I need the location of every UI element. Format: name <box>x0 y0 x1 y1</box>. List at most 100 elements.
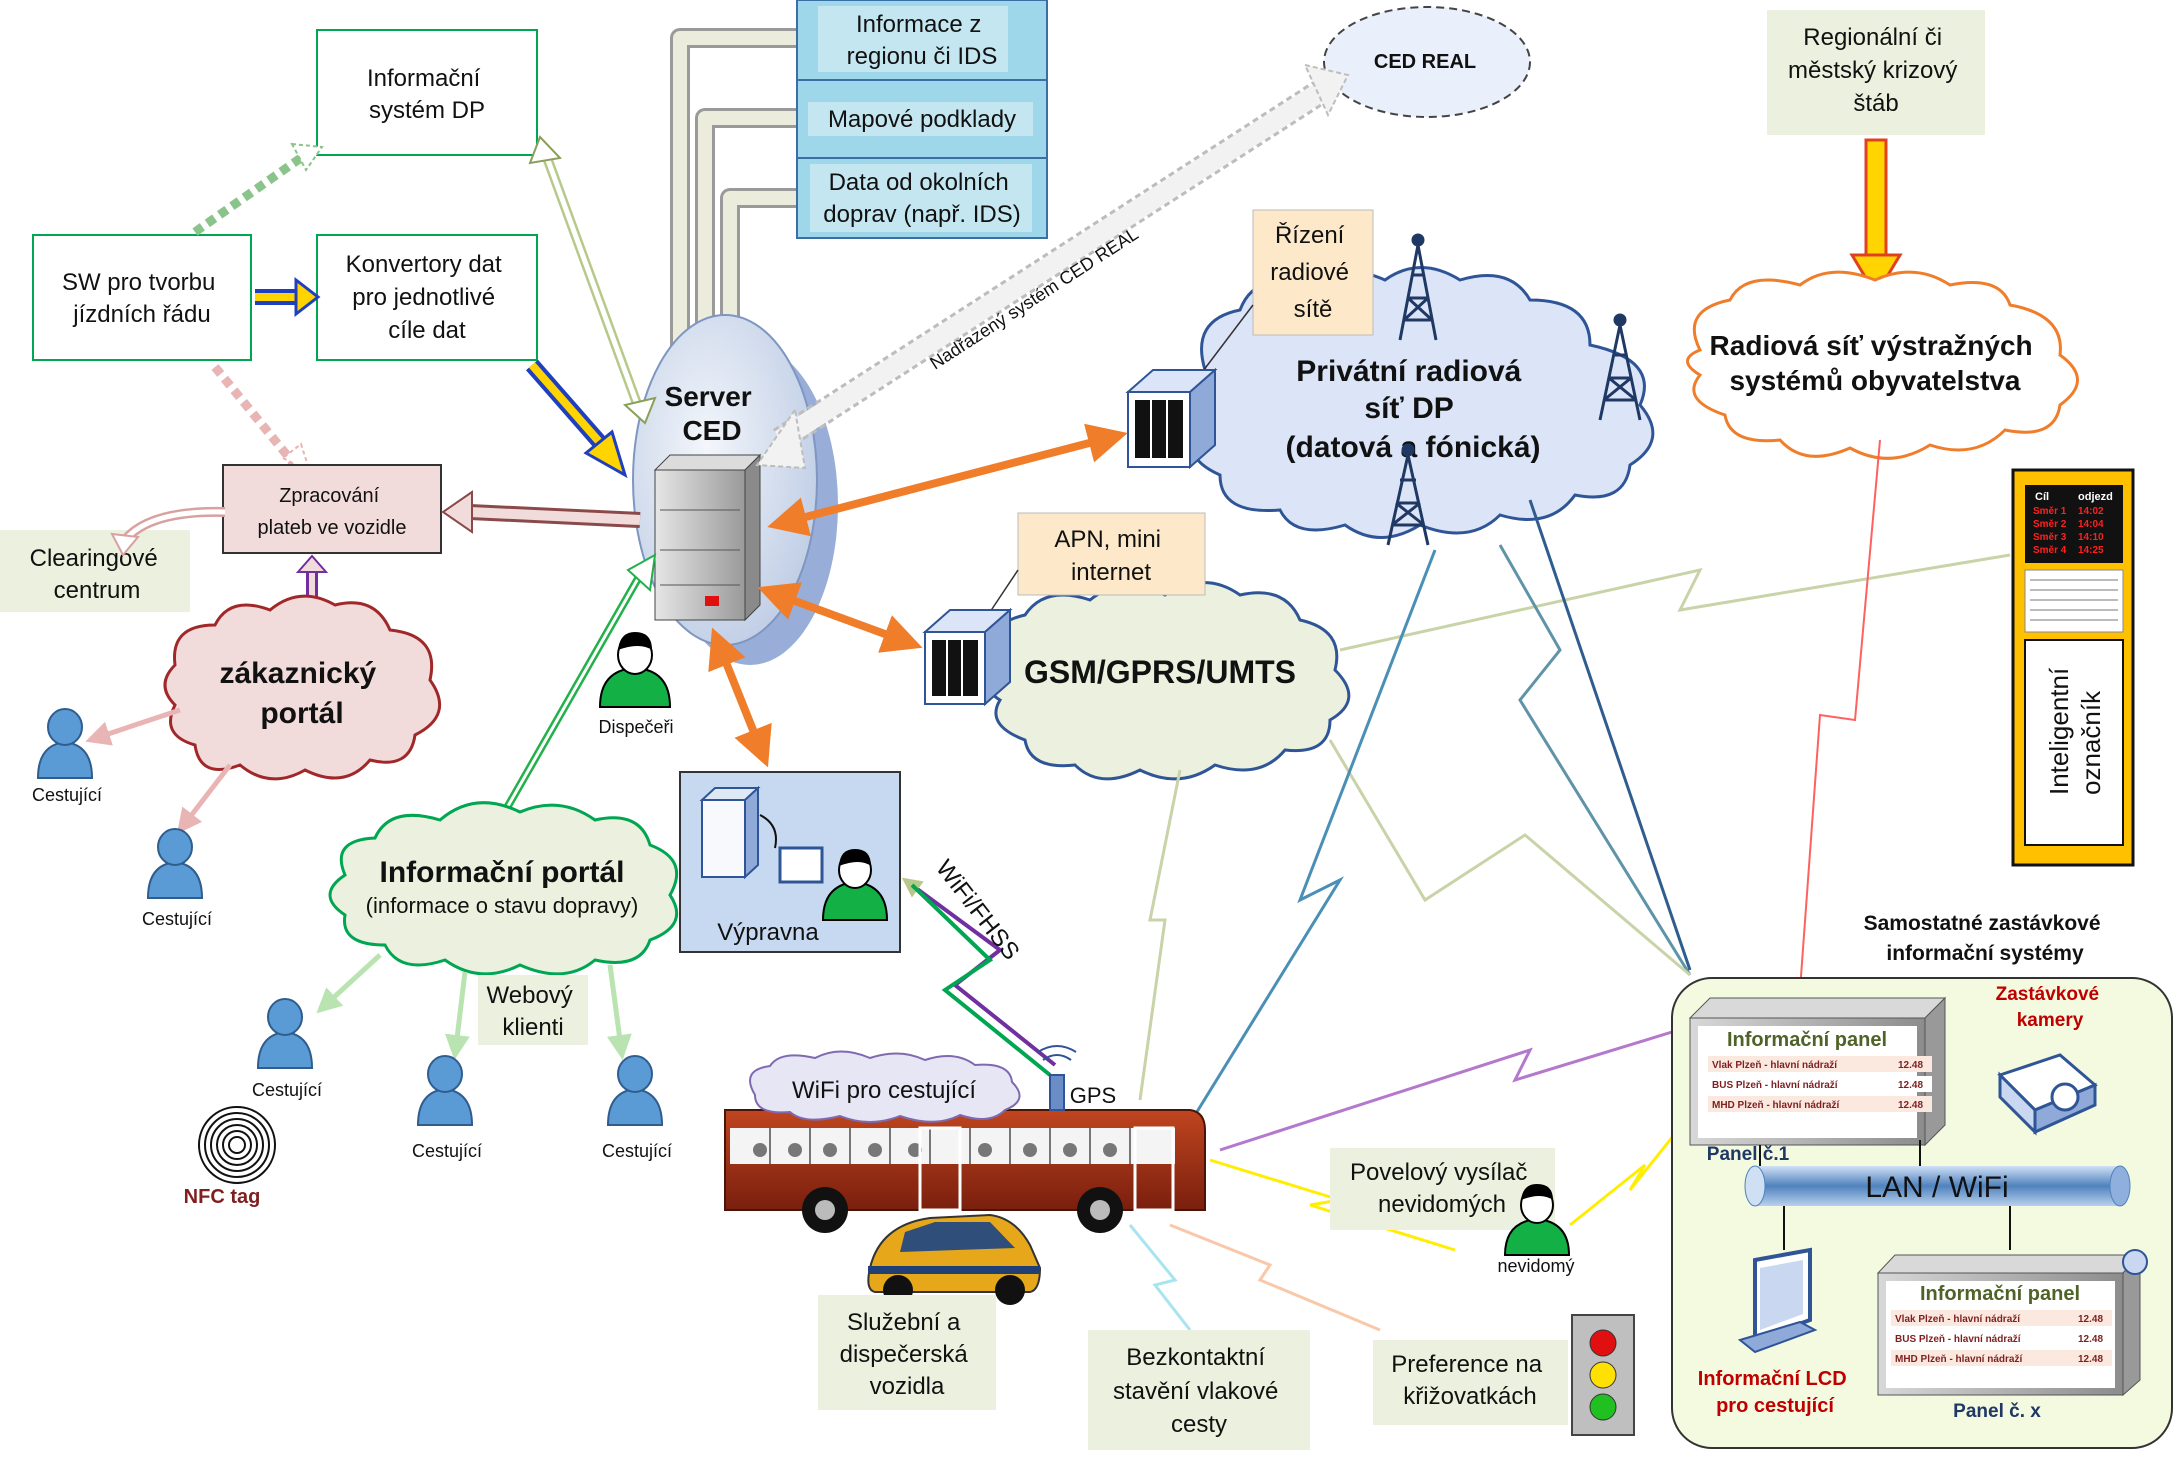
radio-tower-icon <box>1386 443 1430 546</box>
radio-gateway-icon[interactable] <box>1125 367 1218 470</box>
portal-to-passenger-arrow-2 <box>176 763 232 834</box>
ced-real-label: CED REAL <box>1374 51 1476 73</box>
panel-row-time: 12.48 <box>2078 1314 2103 1325</box>
validator-row-dest: Směr 3 <box>2033 532 2067 543</box>
map-data-text: Mapové podklady <box>828 106 1016 133</box>
gsm-stop-link <box>1328 739 1691 977</box>
passenger-icon <box>36 708 94 779</box>
blind-stop-link <box>1569 1114 1692 1227</box>
info-system-box[interactable] <box>316 29 538 156</box>
panel-row-text: MHD Plzeň - hlavní nádraží <box>1712 1100 1840 1111</box>
passenger-icon <box>416 1055 474 1126</box>
sw-timetable-box[interactable] <box>32 234 252 361</box>
bus-junction-link <box>1169 1223 1381 1332</box>
other-carriers-text: Data od okolních doprav (např. IDS) <box>823 169 1020 228</box>
panel-x-title: Informační panel <box>1920 1283 2080 1305</box>
wifi-passengers-cloud[interactable] <box>749 1050 1021 1123</box>
info-panel-x[interactable]: Informační panel Vlak Plzeň - hlavní nád… <box>1876 1249 2148 1397</box>
sw-to-payment-arrow <box>211 364 299 468</box>
workstation-icon <box>699 785 824 884</box>
passenger-label: Cestující <box>32 785 102 805</box>
validator-row-dest: Směr 1 <box>2033 506 2067 517</box>
customer-portal-label: zákaznický portál <box>219 657 384 730</box>
blind-person-label: nevidomý <box>1497 1256 1574 1276</box>
info-portal-cloud[interactable] <box>328 801 679 976</box>
junction-pref-box <box>1373 1340 1568 1425</box>
crisis-staff-box[interactable] <box>1767 10 1985 135</box>
bus-train-link <box>1128 1224 1192 1331</box>
radio-bus-link <box>1193 549 1437 1116</box>
passenger-icon <box>146 828 204 899</box>
warning-radio-cloud[interactable] <box>1686 270 2079 460</box>
server-to-payment-arrow <box>441 490 473 534</box>
service-vehicles-box <box>818 1295 996 1410</box>
infoportal-client-arrow <box>444 971 470 1060</box>
validator-row-time: 14:04 <box>2078 519 2104 530</box>
dispatcher-person-icon <box>821 849 889 921</box>
gsm-gateway-icon[interactable] <box>922 607 1013 707</box>
validator-label-2: označník <box>2076 690 2106 795</box>
camera-icon[interactable] <box>1997 1053 2098 1136</box>
panel-row-time: 12.48 <box>1898 1100 1923 1111</box>
traffic-light-icon <box>1571 1314 1635 1436</box>
panel-row-time: 12.48 <box>2078 1354 2103 1365</box>
converters-text: Konvertory dat pro jednotlivé cíle dat <box>346 251 509 344</box>
radio-control-text: Řízení radiové sítě <box>1270 222 1355 323</box>
service-car-icon[interactable] <box>867 1213 1042 1305</box>
panel-row-bg <box>1708 1076 1932 1092</box>
gsm-bus-link <box>1138 769 1182 1101</box>
validator-label-1: Inteligentní <box>2044 667 2074 795</box>
blind-person-icon <box>1503 1184 1571 1256</box>
nfc-tag-icon <box>198 1106 276 1184</box>
server-dispatch-room-arrow <box>708 627 772 768</box>
infoportal-client-arrow <box>316 953 382 1014</box>
stop-systems-title: Samostatné zastávkové informační systémy <box>1864 912 2107 965</box>
lcd-monitor-icon[interactable] <box>1737 1247 1818 1354</box>
infoportal-client-arrow <box>606 964 632 1060</box>
validator-row-time: 14:25 <box>2078 545 2104 556</box>
private-radio-label: Privátní radiová síť DP (datová a fónick… <box>1285 355 1540 464</box>
blind-transmitter-box <box>1330 1148 1555 1230</box>
panel-row-bg <box>1891 1310 2112 1326</box>
lan-bus <box>1744 1165 2131 1207</box>
clearing-box[interactable] <box>0 530 190 612</box>
crisis-staff-text: Regionální či městský krizový štáb <box>1788 24 1964 117</box>
panel-row-text: MHD Plzeň - hlavní nádraží <box>1895 1354 2023 1365</box>
data-sources-stack: Informace z regionu či IDS Mapové podkla… <box>796 0 1048 239</box>
data-feed-pipes <box>670 28 797 370</box>
server-icon[interactable] <box>653 453 762 622</box>
sw-timetable-text: SW pro tvorbu jízdních řádu <box>62 269 222 328</box>
radio-tower-icon <box>1598 313 1642 421</box>
bus[interactable] <box>724 1045 1206 1233</box>
gsm-validator-link <box>1339 553 2011 652</box>
superior-system-label: Nadřazený systém CED REAL <box>926 224 1142 374</box>
warning-radio-label: Radiová síť výstražných systémů obyvatel… <box>1710 330 2041 396</box>
passenger-icon <box>606 1055 664 1126</box>
info-portal-sub: (informace o stavu dopravy) <box>366 893 639 918</box>
crisis-to-warning-arrow <box>1864 138 1888 260</box>
panel-row-text: Vlak Plzeň - hlavní nádraží <box>1895 1314 2021 1325</box>
radio-control-box[interactable] <box>1252 209 1374 336</box>
payment-box[interactable] <box>222 464 442 554</box>
panel-row-bg <box>1708 1096 1932 1112</box>
nfc-label: NFC tag <box>184 1186 261 1208</box>
lan-label: LAN / WiFi <box>1865 1171 2008 1204</box>
customer-portal-cloud[interactable] <box>163 594 441 781</box>
panel-x-label: Panel č. x <box>1953 1401 2041 1422</box>
dispatchers-label: Dispečeři <box>598 717 673 737</box>
panel-row-time: 12.48 <box>1898 1080 1923 1091</box>
junction-pref-text: Preference na křižovatkách <box>1391 1351 1548 1410</box>
info-panel-1[interactable]: Informační panel Vlak Plzeň - hlavní nád… <box>1688 996 1947 1147</box>
blind-transmitter-text: Povelový vysílač nevidomých <box>1350 1159 1534 1218</box>
validator-row-time: 14:10 <box>2078 532 2104 543</box>
server-radio-arrow <box>767 423 1128 537</box>
warning-stop-link <box>1799 439 1881 991</box>
ced-real-node[interactable] <box>1323 6 1531 118</box>
passenger-label: Cestující <box>142 909 212 929</box>
service-vehicles-text: Služební a dispečerská vozidla <box>840 1309 975 1400</box>
portal-to-passenger-arrow <box>85 707 181 746</box>
